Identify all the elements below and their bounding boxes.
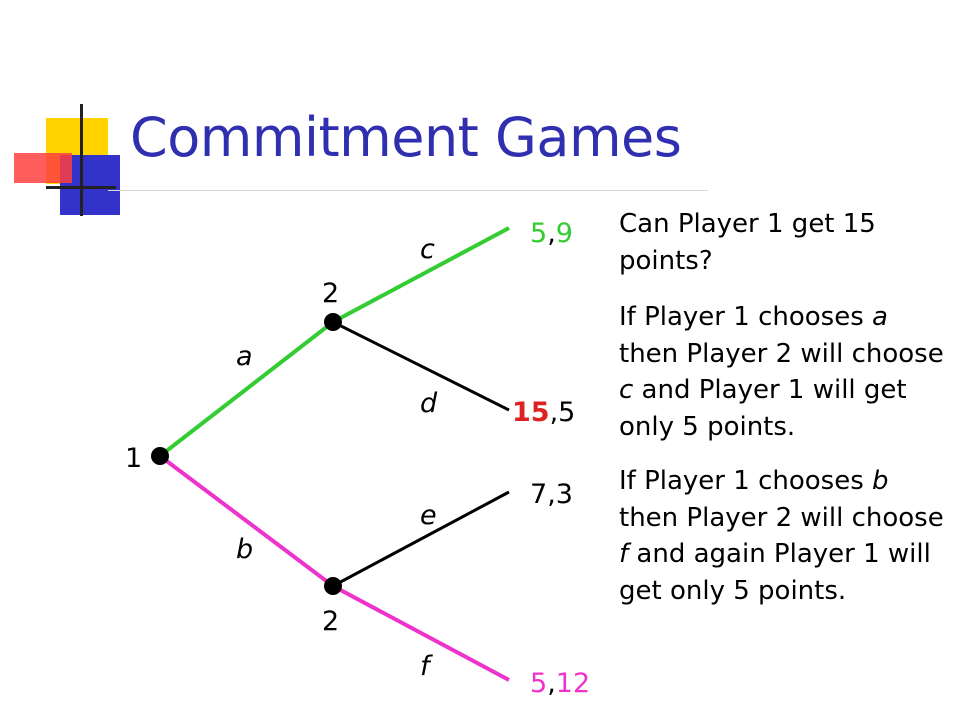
move-label-e: e (420, 500, 437, 531)
payoff-d: 15,5 (512, 397, 575, 428)
root-node (151, 447, 169, 465)
move-label-b: b (236, 534, 253, 565)
upper-player-node (324, 313, 342, 331)
edge-f (332, 584, 510, 682)
logo-fade-line (108, 190, 708, 191)
explanation-text: Can Player 1 get 15 points? If Player 1 … (619, 206, 954, 627)
payoff-f: 5,12 (530, 668, 590, 699)
game-tree-diagram: 1 2 2 a b c d e f 5,9 15,5 7,3 5,12 (125, 218, 590, 699)
upper-player-label: 2 (322, 278, 339, 309)
move-label-d: d (420, 388, 438, 419)
logo-vertical-line (80, 104, 83, 216)
move-label-f: f (420, 651, 433, 682)
edge-c (332, 226, 510, 324)
question-paragraph: Can Player 1 get 15 points? (619, 209, 876, 276)
edge-e (332, 490, 510, 588)
payoff-e: 7,3 (530, 479, 573, 510)
move-label-c: c (420, 234, 435, 265)
move-label-a: a (236, 341, 253, 372)
edge-a (158, 320, 335, 458)
root-player-label: 1 (125, 443, 142, 474)
lower-player-label: 2 (322, 606, 339, 637)
slide-title: Commitment Games (130, 106, 682, 169)
lower-player-node (324, 577, 342, 595)
edge-b (158, 454, 335, 588)
logo-horizontal-line (46, 186, 116, 189)
choice-a-paragraph: If Player 1 chooses a then Player 2 will… (619, 302, 944, 442)
logo-red-square (14, 153, 72, 183)
payoff-c: 5,9 (530, 218, 573, 249)
choice-b-paragraph: If Player 1 chooses b then Player 2 will… (619, 466, 944, 606)
decorative-squares-logo (0, 0, 708, 230)
edge-d (332, 320, 510, 412)
